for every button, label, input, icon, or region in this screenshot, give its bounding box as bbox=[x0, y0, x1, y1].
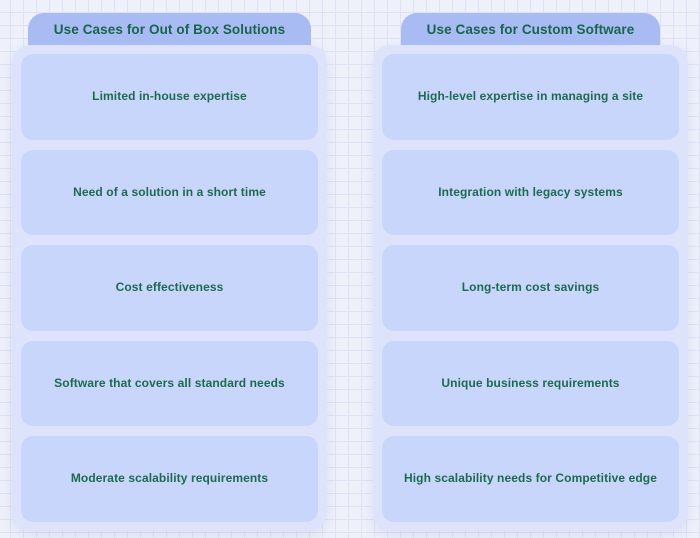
use-case-text: High-level expertise in managing a site bbox=[417, 89, 644, 103]
use-case-card: Moderate scalability requirements bbox=[21, 436, 318, 522]
use-case-card: Limited in-house expertise bbox=[21, 54, 318, 140]
use-case-text: Moderate scalability requirements bbox=[70, 471, 269, 486]
use-case-text: Unique business requirements bbox=[441, 375, 620, 390]
custom-software-column-header: Use Cases for Custom Software bbox=[400, 13, 661, 45]
out-of-box-column-body: Limited in-house expertise Need of a sol… bbox=[12, 45, 327, 531]
out-of-box-column-header: Use Cases for Out of Box Solutions bbox=[27, 13, 312, 45]
use-case-card: High scalability needs for Competitive e… bbox=[382, 436, 679, 522]
custom-software-column-body: High-level expertise in managing a site … bbox=[373, 45, 688, 531]
use-case-card: High-level expertise in managing a site bbox=[382, 54, 679, 140]
use-case-text: Cost effectiveness bbox=[115, 280, 224, 295]
use-case-card: Need of a solution in a short time bbox=[21, 149, 318, 236]
use-case-text: Long-term cost savings bbox=[461, 280, 600, 295]
use-case-card: Long-term cost savings bbox=[382, 245, 679, 331]
use-case-text: Limited in-house expertise bbox=[92, 89, 247, 103]
custom-software-column-title: Use Cases for Custom Software bbox=[426, 21, 635, 37]
use-case-card: Software that covers all standard needs bbox=[21, 340, 318, 427]
custom-software-column: Use Cases for Custom Software High-level… bbox=[373, 13, 688, 531]
use-case-card: Unique business requirements bbox=[382, 340, 679, 427]
use-case-card: Integration with legacy systems bbox=[382, 149, 679, 236]
use-case-text: Software that covers all standard needs bbox=[54, 375, 285, 390]
out-of-box-column: Use Cases for Out of Box Solutions Limit… bbox=[12, 13, 327, 531]
use-case-card: Cost effectiveness bbox=[21, 245, 318, 331]
out-of-box-column-title: Use Cases for Out of Box Solutions bbox=[53, 21, 286, 37]
use-case-text: Integration with legacy systems bbox=[438, 184, 623, 199]
use-case-text: High scalability needs for Competitive e… bbox=[403, 471, 658, 486]
use-case-text: Need of a solution in a short time bbox=[73, 184, 266, 199]
